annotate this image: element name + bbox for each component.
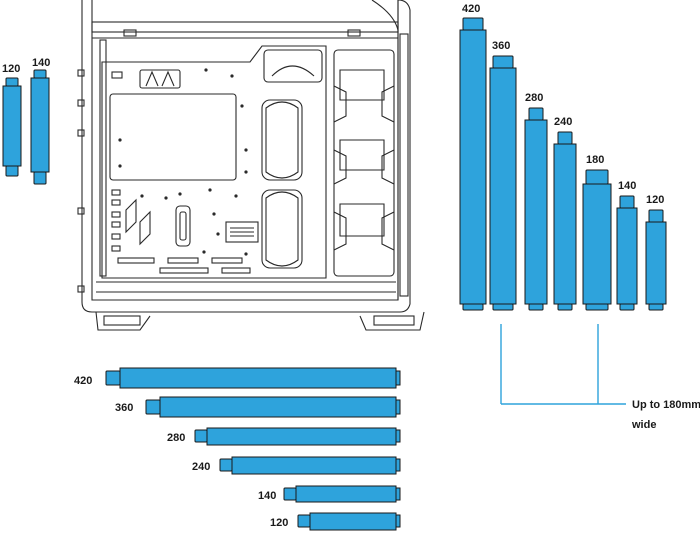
- top-radiator-label: 240: [554, 116, 572, 128]
- top-radiator-label: 140: [618, 180, 636, 192]
- pc-case-outline: [77, 0, 425, 331]
- width-bracket: [500, 324, 626, 405]
- top-radiator-label: 280: [525, 92, 543, 104]
- bottom-radiator-120: [297, 512, 401, 531]
- bottom-radiator-label: 420: [74, 375, 92, 387]
- bottom-radiator-label: 360: [115, 402, 133, 414]
- bottom-radiator-label: 120: [270, 517, 288, 529]
- top-radiator-120: [645, 209, 667, 311]
- top-radiator-label: 360: [492, 40, 510, 52]
- top-radiator-240: [553, 131, 577, 311]
- top-radiator-180: [582, 169, 612, 311]
- bottom-radiator-280: [194, 427, 401, 446]
- side-radiator-120: [2, 77, 22, 177]
- bottom-radiator-360: [145, 396, 401, 418]
- bottom-radiator-240: [219, 456, 401, 475]
- side-radiator-label: 120: [2, 63, 20, 75]
- top-radiator-label: 420: [462, 3, 480, 15]
- side-radiator-group: 120 140: [2, 57, 50, 185]
- side-radiator-label: 140: [32, 57, 50, 69]
- top-radiator-label: 120: [646, 194, 664, 206]
- top-radiator-420: [459, 17, 487, 311]
- bottom-radiator-label: 280: [167, 432, 185, 444]
- bottom-radiator-420: [105, 367, 401, 389]
- bottom-radiator-140: [283, 485, 401, 503]
- mounting-holes: [118, 68, 248, 256]
- top-radiator-360: [489, 55, 517, 311]
- bottom-radiator-label: 140: [258, 490, 276, 502]
- bottom-radiator-group: 420 360 280 240 140 120: [74, 367, 401, 531]
- top-radiator-group: 420 360 280 240 180 140 120: [459, 3, 667, 311]
- width-note-line2: wide: [631, 419, 656, 431]
- top-radiator-label: 180: [586, 154, 604, 166]
- side-radiator-140: [30, 69, 50, 185]
- width-note-line1: Up to 180mm: [632, 399, 700, 411]
- top-radiator-280: [524, 107, 548, 311]
- top-radiator-140: [616, 195, 638, 311]
- bottom-radiator-label: 240: [192, 461, 210, 473]
